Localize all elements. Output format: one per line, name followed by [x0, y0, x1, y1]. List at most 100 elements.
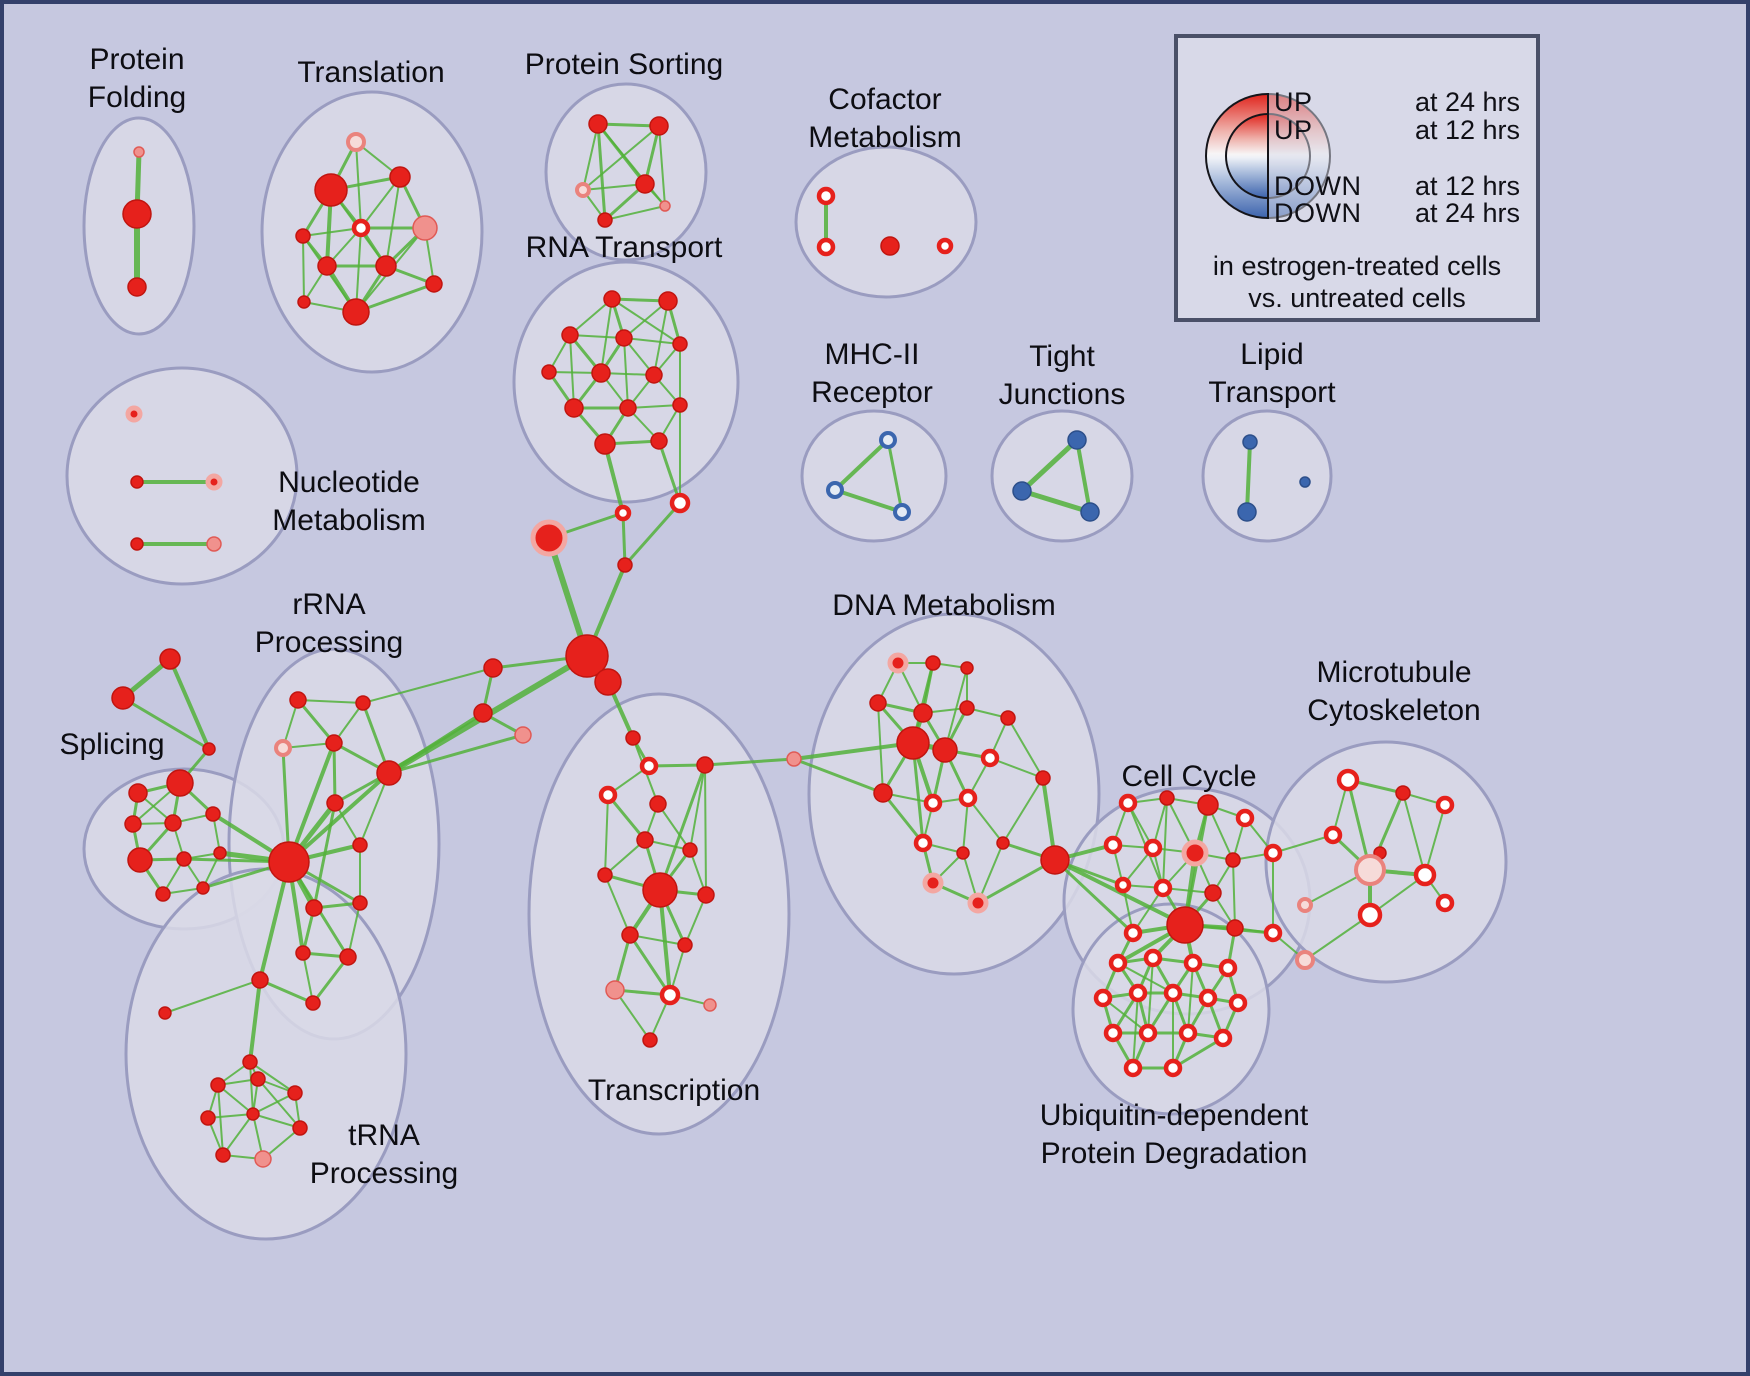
network-node-rt4 — [615, 329, 633, 347]
network-node-ub7 — [1163, 983, 1183, 1003]
network-node-rr9 — [305, 899, 323, 917]
legend-caption-line2: vs. untreated cells — [1248, 283, 1466, 313]
network-node-dm3 — [960, 661, 974, 675]
network-node-mt9 — [1435, 893, 1455, 913]
network-edge — [1187, 962, 1194, 1034]
network-edge — [1162, 797, 1168, 889]
network-edge — [164, 979, 261, 1014]
network-node-tx4 — [642, 872, 678, 908]
network-node-cc13 — [1166, 906, 1204, 944]
network-node-tn5 — [250, 1071, 266, 1087]
network-node-nu4 — [130, 537, 144, 551]
cluster-label: Protein Degradation — [1041, 1137, 1308, 1170]
network-node-rt7 — [591, 363, 611, 383]
network-edge — [1053, 858, 1135, 935]
network-node-dm2 — [925, 655, 941, 671]
network-node-pf1 — [133, 146, 145, 158]
cluster-ellipse-microtubule-cytoskeleton — [1264, 740, 1508, 984]
network-node-px1 — [786, 751, 802, 767]
network-node-dm12 — [873, 783, 893, 803]
cluster-label: Protein — [89, 43, 184, 76]
network-edge — [252, 1092, 296, 1115]
network-edge — [604, 794, 609, 876]
network-edge — [623, 337, 629, 409]
network-edge — [359, 772, 390, 846]
network-node-cc1 — [1118, 793, 1138, 813]
network-edge — [217, 1084, 224, 1156]
network-node-pk1 — [1295, 950, 1315, 970]
network-node-dm11 — [1035, 770, 1051, 786]
network-node-tn6 — [287, 1085, 303, 1101]
network-node-sp6 — [127, 847, 153, 873]
legend-up-12-time: at 12 hrs — [1414, 114, 1520, 145]
network-edge — [604, 874, 631, 936]
network-node-ch7 — [514, 726, 532, 744]
legend-up-24-time: at 24 hrs — [1414, 86, 1520, 117]
network-node-lp1 — [1242, 434, 1258, 450]
network-edge — [703, 757, 796, 767]
legend-down-24-word: DOWN — [1274, 197, 1362, 228]
network-node-cc5 — [1103, 835, 1123, 855]
network-node-rr3 — [274, 739, 292, 757]
network-edge — [582, 125, 660, 191]
network-node-dm1 — [887, 652, 909, 674]
network-edge — [877, 702, 884, 794]
network-edge — [296, 698, 336, 745]
network-node-rr8 — [352, 837, 368, 853]
cluster-label: Splicing — [59, 728, 164, 761]
network-edge — [1232, 859, 1236, 929]
network-node-mt10 — [1297, 897, 1313, 913]
network-node-tx7 — [677, 937, 693, 953]
cluster-label: Ubiquitin-dependent — [1040, 1099, 1309, 1132]
network-node-ch9 — [639, 756, 659, 776]
network-edge — [1117, 962, 1174, 994]
network-edge — [287, 741, 336, 864]
network-node-tl10 — [342, 298, 370, 326]
network-node-rr12 — [339, 948, 357, 966]
network-edge — [258, 978, 315, 1005]
network-node-ps6 — [659, 200, 671, 212]
network-node-sp1 — [128, 783, 148, 803]
network-node-mt7 — [1413, 863, 1437, 887]
network-node-hub1 — [565, 634, 609, 678]
network-edge — [792, 757, 885, 795]
network-node-dm8 — [896, 726, 930, 760]
network-node-rt1 — [603, 290, 621, 308]
network-node-rr10 — [352, 895, 368, 911]
cluster-label: Folding — [88, 81, 186, 114]
network-node-nu2 — [130, 475, 144, 489]
network-node-ch8 — [625, 730, 641, 746]
cluster-label: RNA Transport — [526, 231, 723, 264]
network-edge — [967, 797, 1004, 844]
network-edge — [704, 764, 707, 896]
network-node-cf1 — [816, 186, 836, 206]
network-edge — [168, 657, 211, 751]
network-node-tn3 — [242, 1054, 258, 1070]
network-node-tn4 — [210, 1077, 226, 1093]
network-node-rt10 — [619, 399, 637, 417]
network-edge — [222, 1113, 254, 1156]
network-node-lp3 — [1299, 476, 1311, 488]
network-node-ps5 — [597, 212, 613, 228]
network-edge — [302, 235, 305, 303]
cluster-label: rRNA — [292, 588, 365, 621]
network-node-cc8 — [1225, 852, 1241, 868]
network-edge — [600, 298, 613, 374]
network-edge — [1102, 997, 1149, 1034]
network-edge — [249, 1061, 254, 1115]
network-node-tj3 — [1080, 502, 1100, 522]
cluster-label: DNA Metabolism — [832, 589, 1055, 622]
network-edge — [1019, 488, 1093, 515]
legend-down-12-word: DOWN — [1274, 170, 1362, 201]
network-edge — [643, 124, 661, 186]
network-edge — [249, 1061, 296, 1094]
network-node-tl9 — [425, 275, 443, 293]
network-edge — [302, 227, 362, 237]
network-edge — [1245, 440, 1252, 514]
network-node-tl5 — [351, 218, 371, 238]
network-node-dm6 — [959, 700, 975, 716]
network-edge — [1132, 992, 1139, 1069]
network-edge — [623, 337, 681, 345]
